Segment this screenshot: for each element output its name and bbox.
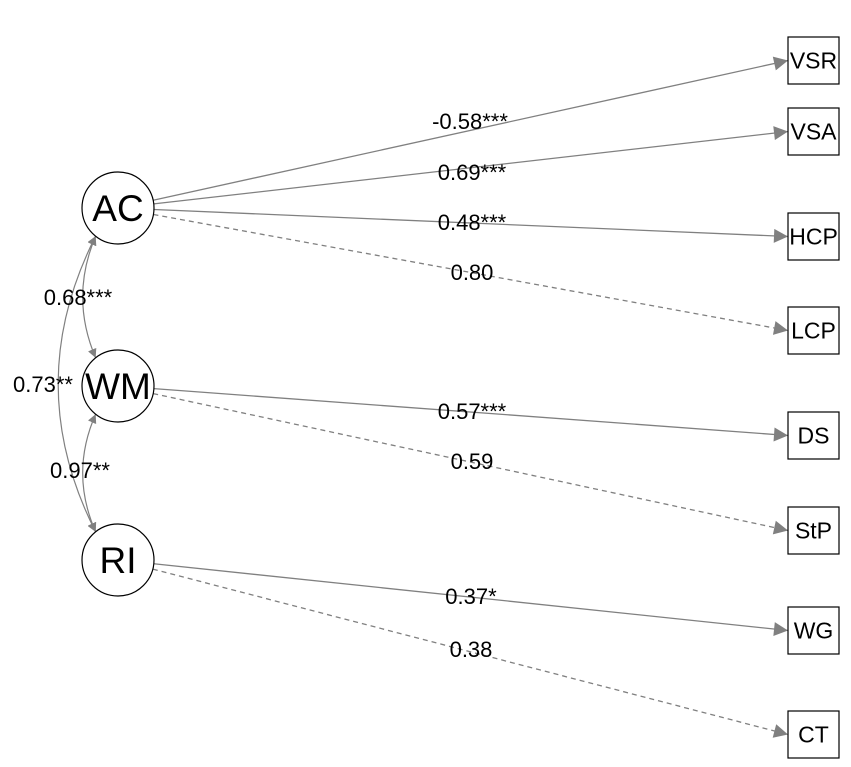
- observed-label-wg: WG: [794, 618, 834, 644]
- loading-edge-ac-hcp: [153, 208, 789, 243]
- loading-label-wm-stp: 0.59: [451, 449, 494, 474]
- loading-edge-wm-ds: [153, 388, 789, 442]
- observed-label-vsa: VSA: [790, 119, 837, 145]
- loading-label-ac-vsa: 0.69***: [438, 160, 507, 185]
- latent-label-ac: AC: [92, 188, 143, 229]
- latent-node-ri: [81, 523, 155, 597]
- loading-label-ri-ct: 0.38: [450, 637, 493, 662]
- covariance-layer: [57, 235, 97, 533]
- observed-label-lcp: LCP: [791, 318, 836, 344]
- loading-edge-ri-ct: [152, 568, 789, 738]
- latent-node-wm: [81, 349, 155, 423]
- observed-node-ds: [787, 411, 840, 460]
- latent-label-ri: RI: [100, 540, 137, 581]
- covariance-arc-ac-ri: [57, 235, 97, 533]
- loading-edge-ri-wg: [153, 563, 789, 636]
- observed-node-ct: [787, 710, 840, 759]
- covariance-label-ac-ri: 0.73**: [13, 372, 73, 397]
- observed-node-hcp: [787, 212, 840, 261]
- covariance-label-wm-ri: 0.97**: [50, 458, 110, 483]
- observed-label-hcp: HCP: [789, 224, 838, 250]
- loading-edge-ac-vsr: [153, 56, 789, 201]
- observed-node-wg: [787, 606, 840, 655]
- observed-label-ct: CT: [798, 722, 829, 748]
- loading-label-ac-hcp: 0.48***: [438, 210, 507, 235]
- loading-label-ri-wg: 0.37*: [445, 584, 497, 609]
- observed-label-stp: StP: [795, 518, 832, 544]
- latent-node-ac: [81, 171, 155, 245]
- observed-node-lcp: [787, 306, 840, 355]
- edge-label-layer: -0.58*** 0.69*** 0.48*** 0.80 0.57*** 0.59 0.3…: [13, 109, 508, 662]
- loading-label-wm-ds: 0.57***: [438, 399, 507, 424]
- observed-node-vsr: [787, 36, 840, 85]
- loading-label-ac-vsr: -0.58***: [432, 109, 508, 134]
- covariance-label-ac-wm: 0.68***: [44, 285, 113, 310]
- observed-node-stp: [787, 506, 840, 555]
- loading-edge-layer: [152, 56, 789, 738]
- loading-edge-wm-stp: [153, 392, 789, 535]
- loading-edge-ac-vsa: [153, 126, 789, 205]
- latent-label-wm: WM: [85, 366, 151, 407]
- observed-label-ds: DS: [798, 423, 830, 449]
- loading-label-ac-lcp: 0.80: [451, 260, 494, 285]
- observed-node-vsa: [787, 107, 840, 156]
- observed-label-vsr: VSR: [790, 48, 837, 74]
- node-layer: AC WM RI VSR VSA HCP LCP DS StP WG CT: [81, 36, 840, 759]
